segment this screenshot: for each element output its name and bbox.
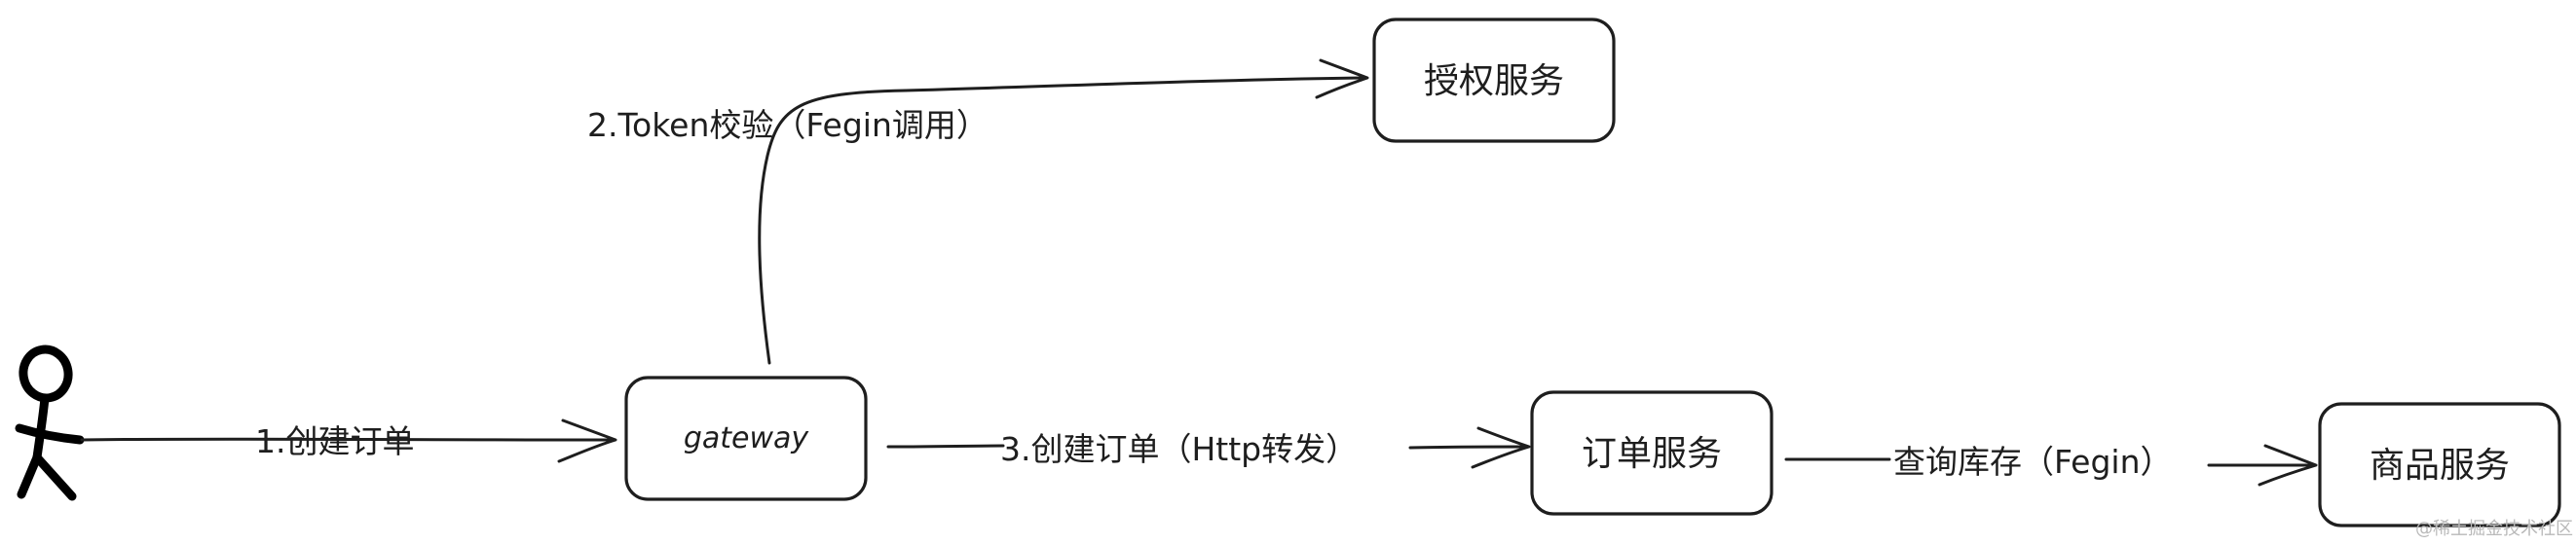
edge-query-stock	[1784, 444, 2318, 487]
auth-service-label: 授权服务	[1424, 61, 1564, 101]
edge-forward-order	[886, 426, 1531, 469]
gateway-node: gateway	[624, 376, 868, 501]
gateway-label: gateway	[684, 421, 810, 455]
watermark-text: @稀土掘金技术社区	[2415, 519, 2573, 539]
edge-label-token-check: 2.Token校验（Fegin调用）	[587, 106, 989, 144]
product-service-label: 商品服务	[2370, 446, 2510, 486]
auth-service-node: 授权服务	[1372, 18, 1616, 143]
order-service-label: 订单服务	[1582, 434, 1722, 474]
edge-label-create-order: 1.创建订单	[255, 422, 415, 460]
edge-token-check	[758, 58, 1369, 365]
user-actor-icon	[15, 345, 85, 501]
edge-create-order	[80, 418, 617, 463]
product-service-node: 商品服务	[2318, 402, 2561, 527]
edge-label-forward-order: 3.创建订单（Http转发）	[1000, 430, 1358, 468]
order-service-node: 订单服务	[1530, 390, 1773, 516]
edge-label-query-stock: 查询库存（Fegin）	[1893, 443, 2173, 481]
